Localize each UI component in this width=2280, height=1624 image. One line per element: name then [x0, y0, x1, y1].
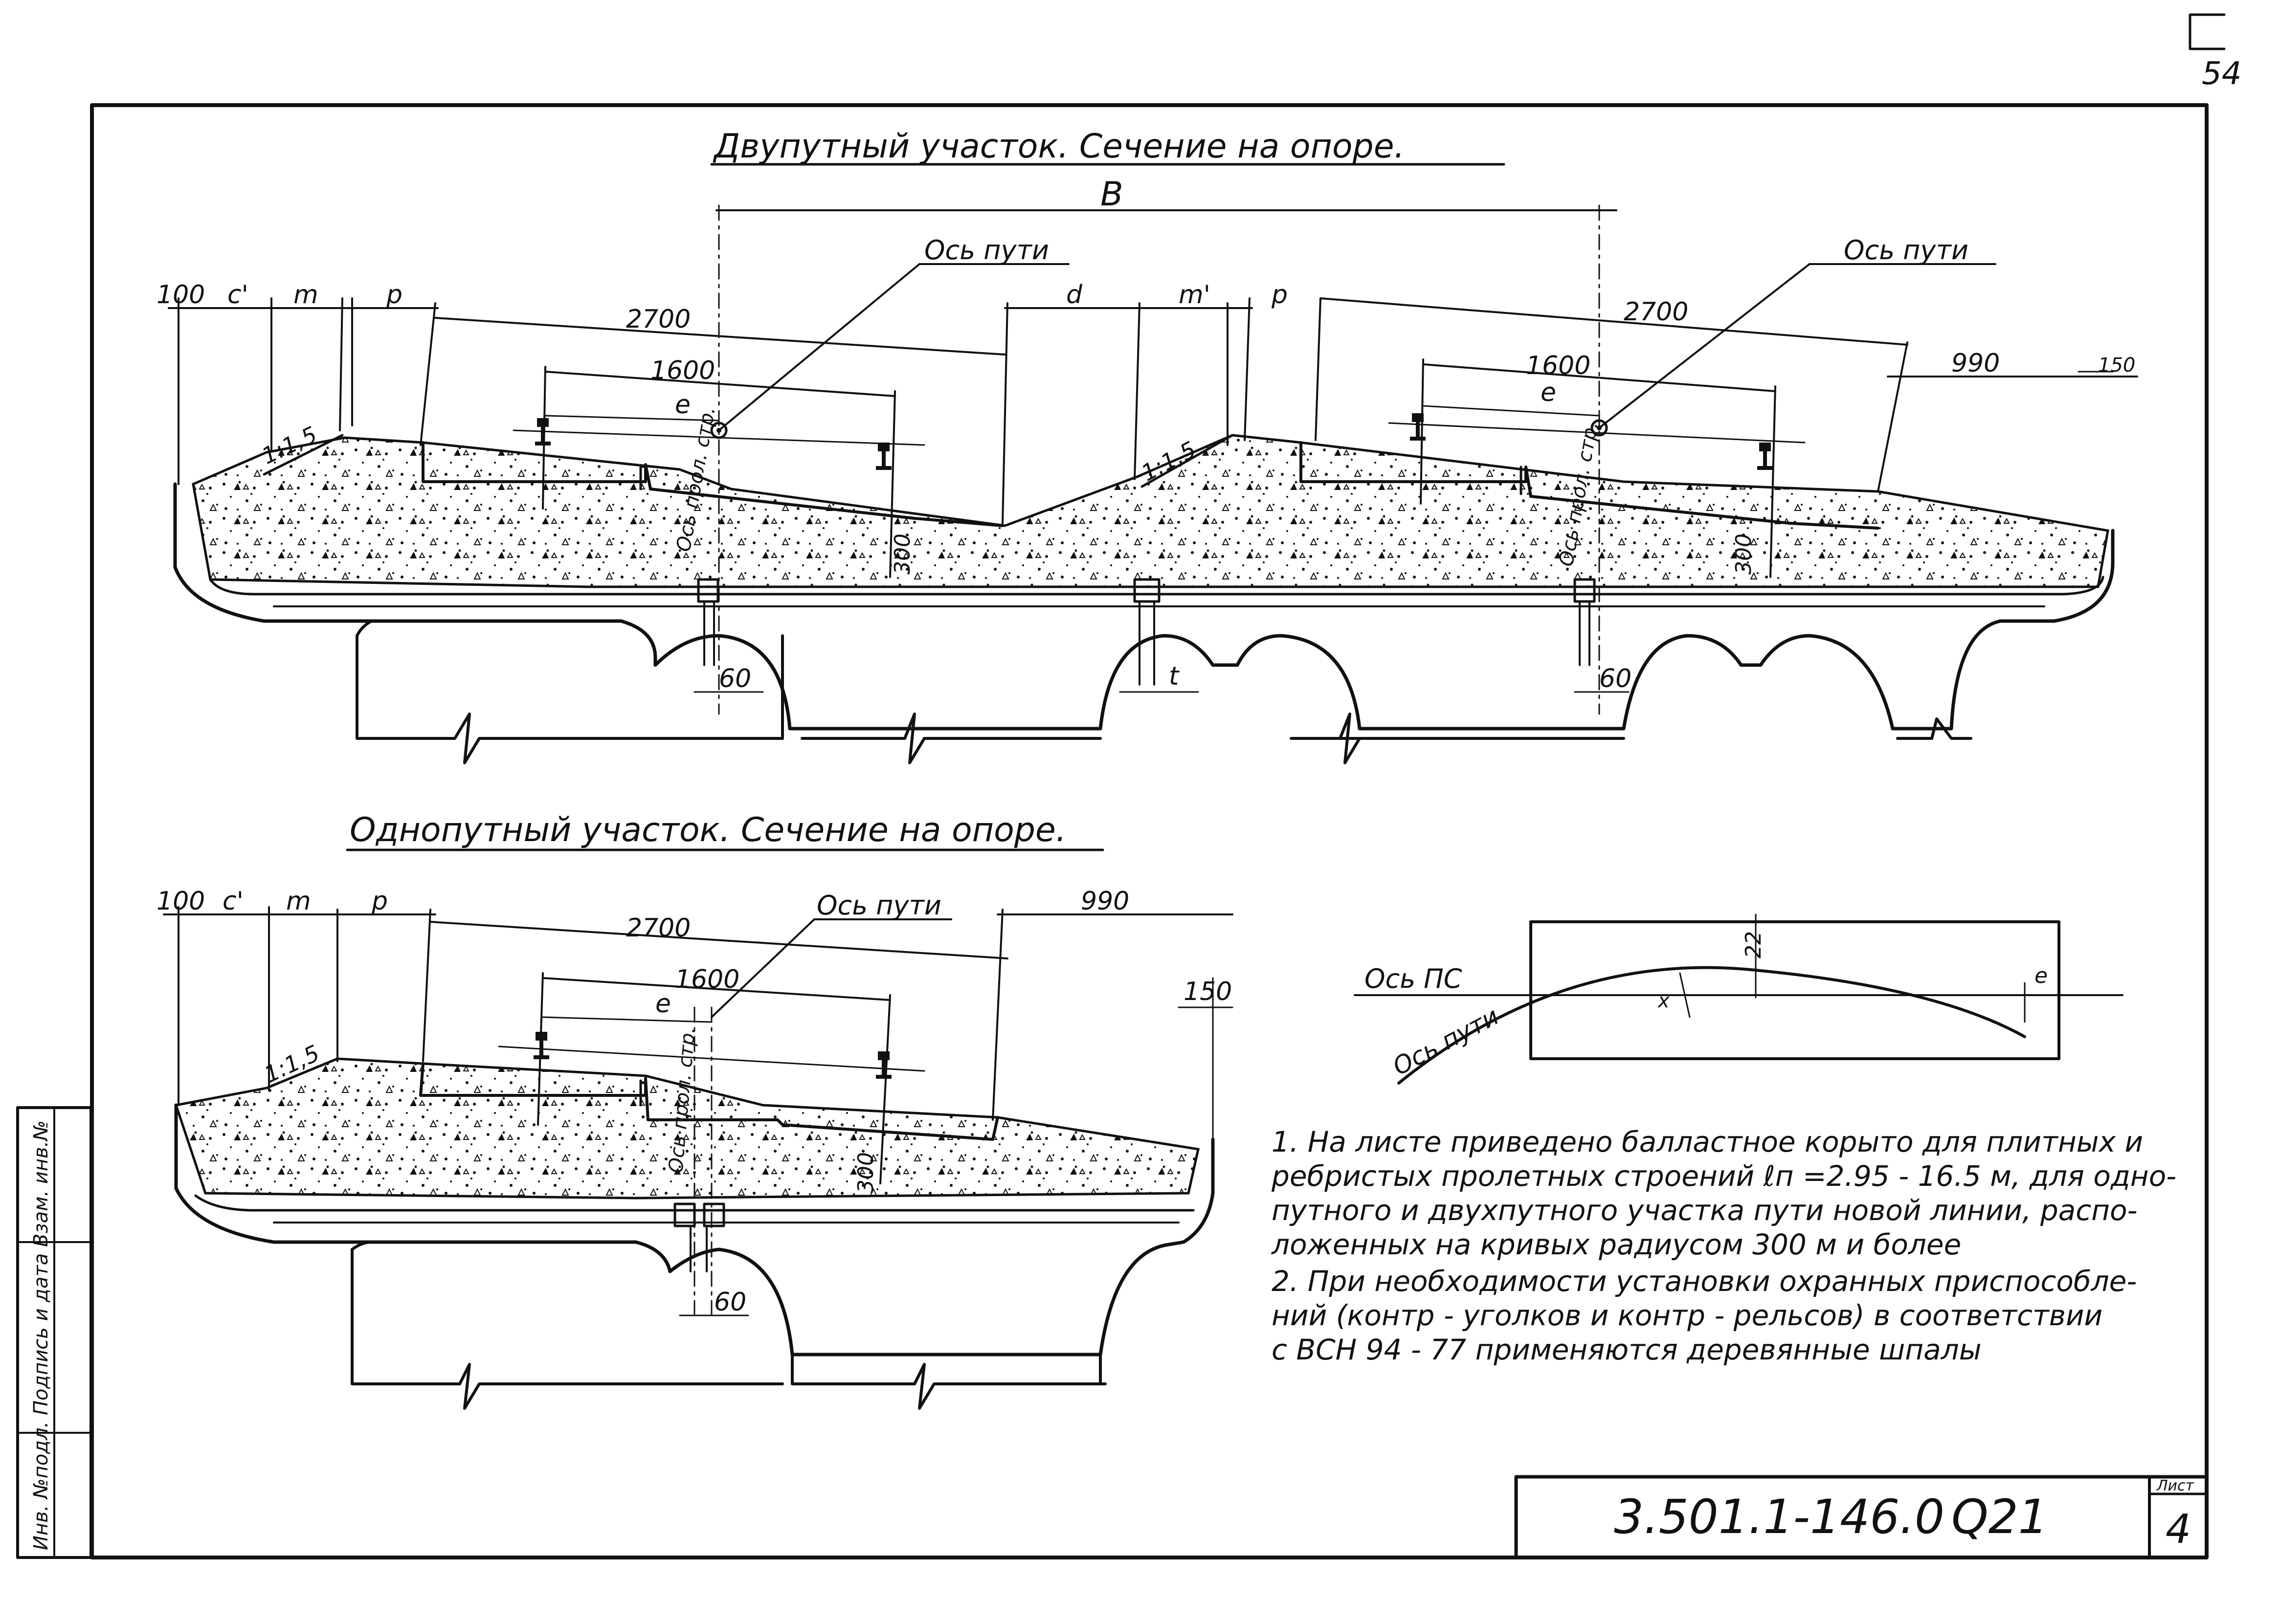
note-line-7: с ВСН 94 - 77 применяются деревянные шпа… — [1272, 1333, 1982, 1366]
dim-m: m — [293, 280, 318, 310]
single-track-section: Однопутный участок. Сечение на опоре. Ос… — [156, 811, 1233, 1410]
dim-1600-right: 1600 — [1526, 351, 1590, 380]
dim-t: t — [1169, 662, 1180, 691]
deck-double — [173, 482, 2115, 731]
title-block: Лист 4 3.501.1-146.0 Q21 — [1514, 1475, 2209, 1559]
dim-60-single: 60 — [714, 1288, 746, 1317]
dim-e-single: e — [655, 989, 671, 1019]
dim-990-single: 990 — [1081, 887, 1129, 916]
dim-300-right: 300 — [1731, 534, 1756, 575]
note-line-3: путного и двухпутного участка пути новой… — [1272, 1194, 2137, 1227]
page-number-box: 54 — [2189, 13, 2241, 92]
side-stamp: Инв. №подл. Подпись и дата Взам. инв.№ — [16, 1106, 92, 1559]
dim-1600-left: 1600 — [650, 356, 715, 385]
notes-block: 1. На листе приведено балластное корыто … — [1271, 1125, 2176, 1366]
dim-c-prime: c' — [227, 280, 248, 310]
deck-single — [174, 1103, 1215, 1357]
dim-p-right: p — [1271, 280, 1288, 310]
curve-axis-track-label: Ось пути — [1388, 1002, 1503, 1081]
sheet-number: 4 — [2166, 1506, 2191, 1553]
note-line-4: ложенных на кривых радиусом 300 м и боле… — [1271, 1228, 1961, 1261]
doc-code: 3.501.1-146.0 — [1614, 1490, 1945, 1544]
dim-2700-single: 2700 — [626, 913, 691, 943]
page-number: 54 — [2202, 56, 2241, 92]
axis-track-label-single: Ось пути — [817, 890, 941, 921]
dim-150-double: 150 — [2098, 354, 2135, 377]
dim-c-prime-single: c' — [223, 887, 244, 916]
dim-300-single: 300 — [853, 1152, 878, 1193]
double-track-title: Двупутный участок. Сечение на опоре. — [713, 127, 1405, 166]
note-line-1: 1. На листе приведено балластное корыто … — [1272, 1125, 2143, 1158]
note-line-5: 2. При необходимости установки охранных … — [1272, 1265, 2137, 1298]
single-track-title: Однопутный участок. Сечение на опоре. — [350, 811, 1066, 849]
dim-150-single: 150 — [1184, 977, 1232, 1006]
dim-300-left: 300 — [890, 534, 915, 575]
double-track-section: Двупутный участок. Сечение на опоре. — [156, 127, 2138, 764]
axis-track-label-right: Ось пути — [1844, 235, 1968, 266]
dim-1600-single: 1600 — [675, 965, 739, 994]
dim-100-single: 100 — [156, 887, 205, 916]
dim-m-single: m — [286, 887, 311, 916]
curve-dim-22: 22 — [1741, 931, 1766, 958]
note-line-6: ний (контр - уголков и контр - рельсов) … — [1272, 1299, 2102, 1332]
axis-track-label-left: Ось пути — [924, 235, 1049, 266]
side-stamp-text: Инв. №подл. Подпись и дата Взам. инв.№ — [30, 1120, 52, 1550]
curve-dim-x: x — [1657, 990, 1670, 1012]
dim-p-single: p — [371, 887, 388, 916]
dim-m-prime: m' — [1179, 280, 1210, 310]
dim-100: 100 — [156, 280, 205, 310]
issue-code: Q21 — [1951, 1490, 2048, 1544]
dim-60-left: 60 — [719, 664, 751, 693]
dim-990-double: 990 — [1951, 349, 2000, 378]
dim-2700-right: 2700 — [1624, 297, 1688, 327]
note-line-2: ребристых пролетных строений ℓп =2.95 - … — [1271, 1159, 2176, 1193]
dim-e-left: e — [675, 390, 691, 420]
dim-60-right: 60 — [1599, 664, 1632, 693]
curve-detail: Ось ПС Ось пути 22 e x — [1354, 913, 2124, 1085]
curve-dim-e: e — [2034, 963, 2048, 988]
dim-p-left: p — [386, 280, 402, 310]
axis-ps-label: Ось ПС — [1364, 963, 1462, 994]
sheet-label: Лист — [2156, 1477, 2195, 1494]
dim-B: B — [1100, 175, 1123, 214]
sheet-frame — [90, 103, 2209, 1559]
dim-d: d — [1066, 280, 1083, 310]
dim-2700-left: 2700 — [626, 305, 691, 334]
dim-e-right: e — [1541, 378, 1556, 407]
